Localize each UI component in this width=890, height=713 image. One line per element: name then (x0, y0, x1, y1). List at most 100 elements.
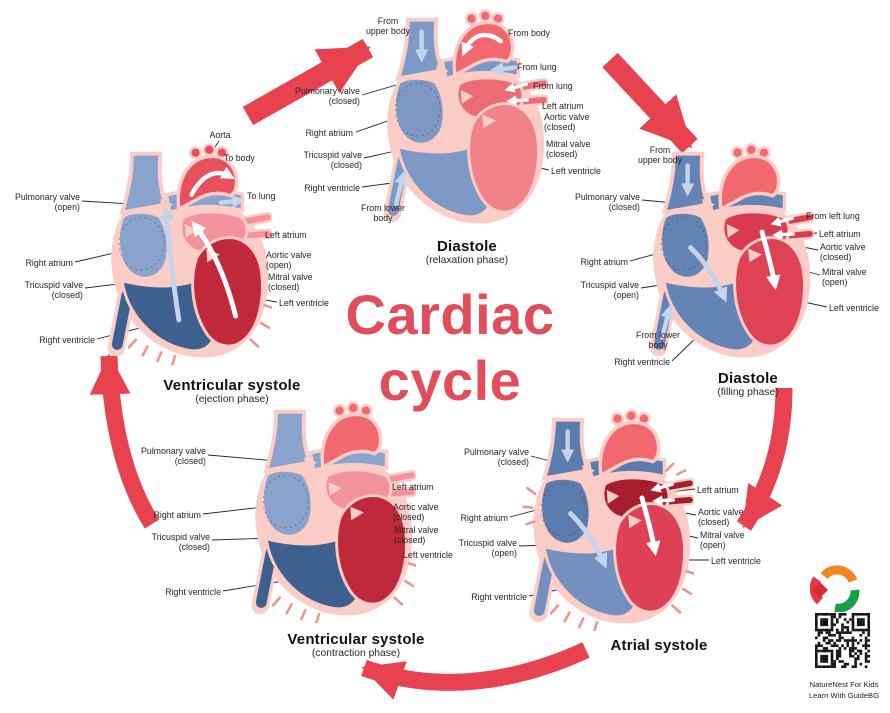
heart-illustration-diastole-filling (649, 143, 814, 358)
aorta (320, 412, 383, 471)
page-title: Cardiac cycle (346, 282, 555, 414)
anatomy-label: Pulmonary valve(closed) (140, 446, 206, 466)
page-title-line1: Cardiac (345, 283, 555, 346)
mitral-valve (628, 514, 642, 529)
footer-brand-line1: NatureNest For Kids (809, 680, 879, 689)
anatomy-label: Left atrium (697, 485, 739, 495)
anatomy-label: Aortic valve(closed) (544, 112, 590, 132)
anatomy-label: Right atrium (305, 128, 353, 138)
page-title-line2: cycle (378, 349, 522, 412)
anatomy-label: Aorta (209, 130, 231, 140)
qr-code (815, 613, 871, 669)
anatomy-label: To body (224, 153, 255, 163)
phase-subtitle-ventricular-systole-ejection: (ejection phase) (195, 393, 269, 405)
anatomy-label: Mitral valve(closed) (268, 272, 313, 292)
anatomy-label: From lung (517, 62, 557, 72)
anatomy-label: Left ventricle (711, 556, 761, 566)
aortic-valve (606, 490, 620, 504)
anatomy-label: Pulmonary valve(closed) (294, 86, 360, 106)
left-ventricle (335, 494, 408, 606)
right-atrium (539, 476, 592, 546)
tricuspid-valve (434, 136, 449, 150)
phase-subtitle-diastole-filling: (filling phase) (717, 386, 779, 398)
anatomy-label: Right ventricle (614, 357, 670, 367)
aortic-valve (460, 90, 474, 104)
tricuspid-valve (302, 528, 317, 542)
anatomy-label: Pulmonary valve(open) (14, 192, 80, 212)
logo-orange-dot (836, 567, 844, 575)
right-atrium (659, 210, 712, 280)
anatomy-label: From lung (533, 81, 573, 91)
cycle-arrow (736, 387, 793, 531)
anatomy-label: Right atrium (25, 258, 73, 268)
right-atrium (393, 76, 446, 146)
anatomy-label: Aortic valve(closed) (698, 507, 744, 527)
anatomy-label: Aortic valve(open) (266, 250, 312, 270)
anatomy-label: Right ventricle (471, 592, 527, 602)
aorta (718, 154, 781, 213)
anatomy-label: From left lung (806, 211, 860, 221)
anatomy-label: Tricuspid valve(open) (458, 538, 517, 558)
heart-illustration-atrial-systole (522, 409, 694, 631)
tricuspid-valve (158, 270, 173, 284)
left-ventricle (467, 102, 540, 214)
phase-title-diastole-filling: Diastole (718, 370, 778, 387)
tricuspid-valve (700, 270, 715, 284)
anatomy-label: Left ventricle (403, 550, 453, 560)
anatomy-label: Mitral valve(closed) (394, 525, 439, 545)
anatomy-label: Pulmonary valve(closed) (574, 192, 640, 212)
anatomy-label: Left ventricle (279, 298, 329, 308)
anatomy-label: Right atrium (153, 510, 201, 520)
phase-title-ventricular-systole-ejection: Ventricular systole (163, 377, 301, 394)
phase-title-atrial-systole: Atrial systole (610, 637, 708, 654)
mitral-valve (350, 506, 364, 521)
phase-title-diastole-relaxation: Diastole (437, 238, 497, 255)
right-atrium (261, 468, 314, 538)
anatomy-label: Mitral valve(open) (700, 530, 745, 550)
heart-illustration-ventricular-systole-ejection (107, 143, 272, 365)
right-atrium (117, 210, 170, 280)
heart-illustration-ventricular-systole-contraction (251, 401, 416, 623)
mitral-valve (482, 114, 496, 129)
brand-logo (810, 565, 860, 612)
aortic-valve (184, 224, 198, 238)
anatomy-label: From body (508, 28, 551, 38)
anatomy-label: Pulmonary valve(closed) (463, 447, 529, 467)
aortic-valve (726, 224, 740, 238)
anatomy-label: Aortic valve(closed) (393, 502, 439, 522)
anatomy-label: Tricuspid valve(open) (580, 280, 639, 300)
aortic-valve (328, 482, 342, 496)
superior-vena-cava (119, 151, 169, 215)
anatomy-label: To lung (247, 191, 276, 201)
anatomy-label: Right atrium (460, 513, 508, 523)
anatomy-label: Tricuspid valve(closed) (24, 280, 83, 300)
cycle-arrow (602, 52, 698, 154)
footer-brand-line2: Learn With GuideBG (808, 691, 880, 700)
anatomy-label: Aortic valve(closed) (820, 242, 866, 262)
anatomy-label: Right ventricle (165, 587, 221, 597)
pulmonary-valve (702, 198, 716, 212)
anatomy-label: Left ventricle (551, 166, 601, 176)
anatomy-label: Left atrium (819, 229, 861, 239)
anatomy-label: Left atrium (392, 482, 434, 492)
phase-title-ventricular-systole-contraction: Ventricular systole (287, 631, 425, 648)
aorta (598, 420, 661, 479)
anatomy-label: Tricuspid valve(closed) (303, 150, 362, 170)
pulmonary-valve (582, 464, 596, 478)
anatomy-label: Right ventricle (39, 335, 95, 345)
superior-vena-cava (263, 409, 313, 473)
tricuspid-valve (580, 536, 595, 550)
mitral-valve (748, 248, 762, 263)
anatomy-label: Left ventricle (829, 303, 879, 313)
anatomy-label: Left atrium (542, 101, 584, 111)
anatomy-label: Right atrium (580, 257, 628, 267)
phase-subtitle-ventricular-systole-contraction: (contraction phase) (311, 647, 401, 659)
logo-red-diamond (812, 582, 828, 598)
anatomy-label: Mitral valve(closed) (546, 139, 591, 159)
anatomy-label: Mitral valve(open) (822, 267, 867, 287)
logo-green-arc (834, 589, 860, 612)
